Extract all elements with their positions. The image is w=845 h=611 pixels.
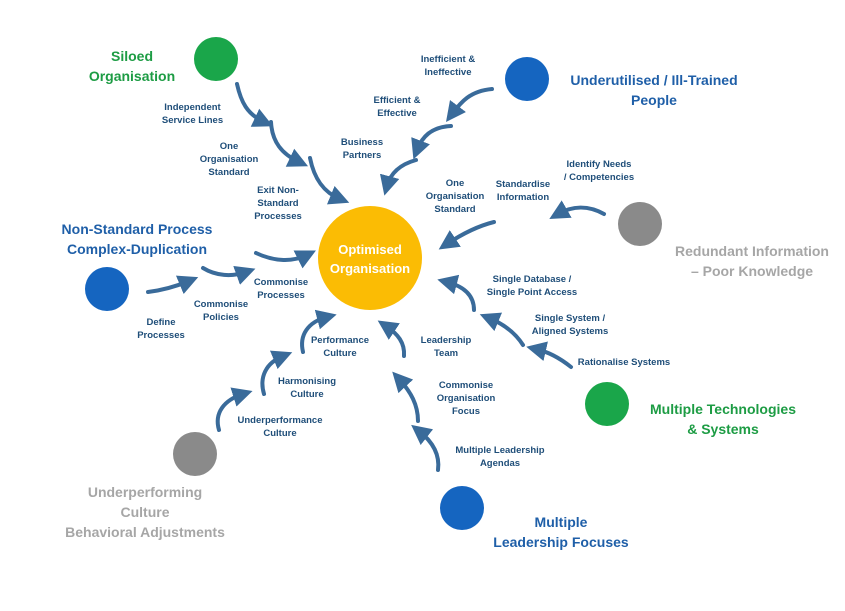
step-leadership-team: Leadership Team	[420, 335, 472, 359]
heading-non-standard: Non-Standard Process Complex-Duplication	[61, 221, 213, 257]
arrow-culture-2	[260, 350, 293, 396]
heading-redundant: Redundant Information – Poor Knowledge	[675, 243, 829, 279]
culture-circle	[173, 432, 217, 476]
center-title: Optimised Organisation	[329, 242, 411, 276]
step-business-partners: Business Partners	[340, 137, 384, 161]
step-multiple-agendas: Multiple Leadership Agendas	[455, 445, 545, 469]
arrow-lead-1	[411, 424, 441, 472]
arrow-tech-1	[526, 341, 573, 369]
arrow-siloed-2	[269, 120, 309, 167]
step-exit-non-standard: Exit Non- Standard Processes	[254, 185, 302, 222]
non-standard-circle	[85, 267, 129, 311]
leadership-circle	[440, 486, 484, 530]
arrow-process-2	[201, 265, 256, 285]
technologies-circle	[585, 382, 629, 426]
step-performance-culture: Performance Culture	[310, 335, 370, 359]
step-commonise-processes: Commonise Processes	[253, 277, 309, 301]
step-harmonising-culture: Harmonising Culture	[277, 376, 337, 400]
step-single-database: Single Database / Single Point Access	[486, 274, 578, 298]
step-efficient: Efficient & Effective	[373, 95, 421, 119]
arrow-tech-3	[437, 274, 476, 312]
heading-underutilised: Underutilised / Ill-Trained People	[570, 72, 738, 108]
arrow-lead-2	[392, 371, 420, 423]
step-commonise-policies: Commonise Policies	[193, 299, 249, 323]
arrow-info-1	[549, 200, 606, 219]
step-single-system: Single System / Aligned Systems	[531, 313, 609, 337]
arrow-people-1	[445, 87, 494, 122]
arrow-people-2	[411, 124, 453, 160]
underutilised-circle	[505, 57, 549, 101]
heading-siloed: Siloed Organisation	[88, 48, 176, 84]
heading-leadership: Multiple Leadership Focuses	[493, 514, 629, 550]
arrow-tech-2	[479, 312, 525, 347]
siloed-circle	[194, 37, 238, 81]
step-identify-needs: Identify Needs / Competencies	[563, 159, 635, 183]
step-define-processes: Define Processes	[137, 317, 185, 341]
arrow-process-1	[146, 275, 199, 295]
step-one-org-standard-a: One Organisation Standard	[199, 141, 259, 178]
arrow-siloed-3	[308, 156, 350, 205]
arrow-lead-3	[377, 320, 407, 358]
step-inefficient: Inefficient & Ineffective	[420, 54, 476, 78]
heading-technologies: Multiple Technologies & Systems	[650, 401, 796, 437]
step-independent: Independent Service Lines	[161, 102, 224, 126]
arrow-culture-3	[300, 309, 337, 354]
step-underperformance-culture: Underperformance Culture	[237, 415, 323, 439]
step-standardise-info: Standardise Information	[495, 179, 551, 203]
arrow-info-2	[438, 220, 496, 250]
arrow-process-3	[254, 250, 316, 269]
center-node	[318, 206, 422, 310]
step-one-org-standard-b: One Organisation Standard	[425, 178, 485, 215]
step-rationalise: Rationalise Systems	[577, 357, 671, 368]
step-commonise-focus: Commonise Organisation Focus	[436, 380, 496, 417]
redundant-circle	[618, 202, 662, 246]
arrow-siloed-1	[235, 82, 274, 127]
heading-culture: Underperforming Culture Behavioral Adjus…	[65, 484, 225, 540]
arrow-culture-1	[215, 387, 253, 432]
arrow-people-3	[379, 158, 418, 196]
